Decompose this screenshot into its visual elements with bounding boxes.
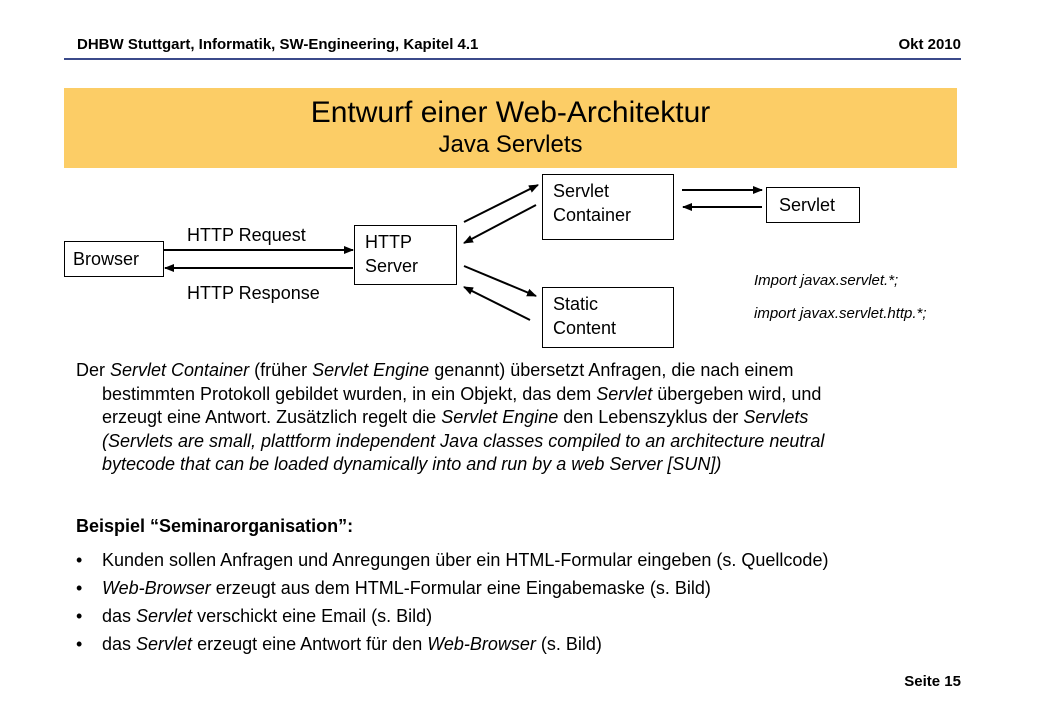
list-item: •das Servlet erzeugt eine Antwort für de…	[76, 634, 602, 654]
static-content-label-line1: Static	[553, 294, 599, 314]
servlet-container-label-line1: Servlet	[553, 181, 610, 201]
static-to-server-arrow	[463, 286, 531, 321]
import-servlet-line: Import javax.servlet.*;	[754, 272, 899, 289]
header-course: DHBW Stuttgart, Informatik, SW-Engineeri…	[77, 36, 479, 53]
header-date: Okt 2010	[898, 36, 961, 53]
http-response-label: HTTP Response	[187, 283, 320, 303]
paragraph-line-5: bytecode that can be loaded dynamically …	[102, 454, 722, 475]
servlet-container-label-line2: Container	[553, 205, 632, 225]
server-to-container-arrow	[463, 184, 539, 223]
http-server-box: HTTP Server	[354, 225, 457, 285]
title-band: Entwurf einer Web-Architektur Java Servl…	[64, 88, 957, 168]
example-bullet-list: •Kunden sollen Anfragen und Anregungen ü…	[76, 546, 828, 658]
http-server-label-line2: Server	[365, 256, 419, 276]
browser-box: Browser	[64, 241, 164, 277]
paragraph-line-1: Der Servlet Container (früher Servlet En…	[76, 360, 794, 380]
example-heading: Beispiel “Seminarorganisation”:	[76, 516, 354, 536]
paragraph-line-4: (Servlets are small, plattform independe…	[102, 430, 825, 451]
page-title: Entwurf einer Web-Architektur	[310, 96, 711, 129]
import-http-line: import javax.servlet.http.*;	[754, 305, 927, 322]
paragraph-line-2: bestimmten Protokoll gebildet wurden, in…	[102, 383, 822, 404]
list-item: •das Servlet verschickt eine Email (s. B…	[76, 606, 433, 626]
list-item: •Web-Browser erzeugt aus dem HTML-Formul…	[76, 578, 711, 598]
paragraph-line-3: erzeugt eine Antwort. Zusätzlich regelt …	[102, 407, 809, 428]
servlet-container-box: Servlet Container	[542, 174, 674, 240]
servlet-box: Servlet	[766, 187, 860, 223]
static-content-label-line2: Content	[553, 318, 617, 338]
server-to-static-arrow	[463, 265, 537, 297]
browser-label: Browser	[73, 249, 140, 269]
static-content-box: Static Content	[542, 287, 674, 348]
servlet-label: Servlet	[779, 195, 836, 215]
container-to-server-arrow	[463, 204, 537, 244]
servlet-container-paragraph: Der Servlet Container (früher Servlet En…	[76, 359, 976, 477]
http-request-label: HTTP Request	[187, 225, 306, 245]
list-item: •Kunden sollen Anfragen und Anregungen ü…	[76, 550, 829, 570]
http-server-label-line1: HTTP	[365, 232, 412, 252]
header-rule	[64, 58, 961, 60]
page-number: Seite 15	[904, 673, 961, 690]
page-subtitle: Java Servlets	[438, 131, 583, 158]
